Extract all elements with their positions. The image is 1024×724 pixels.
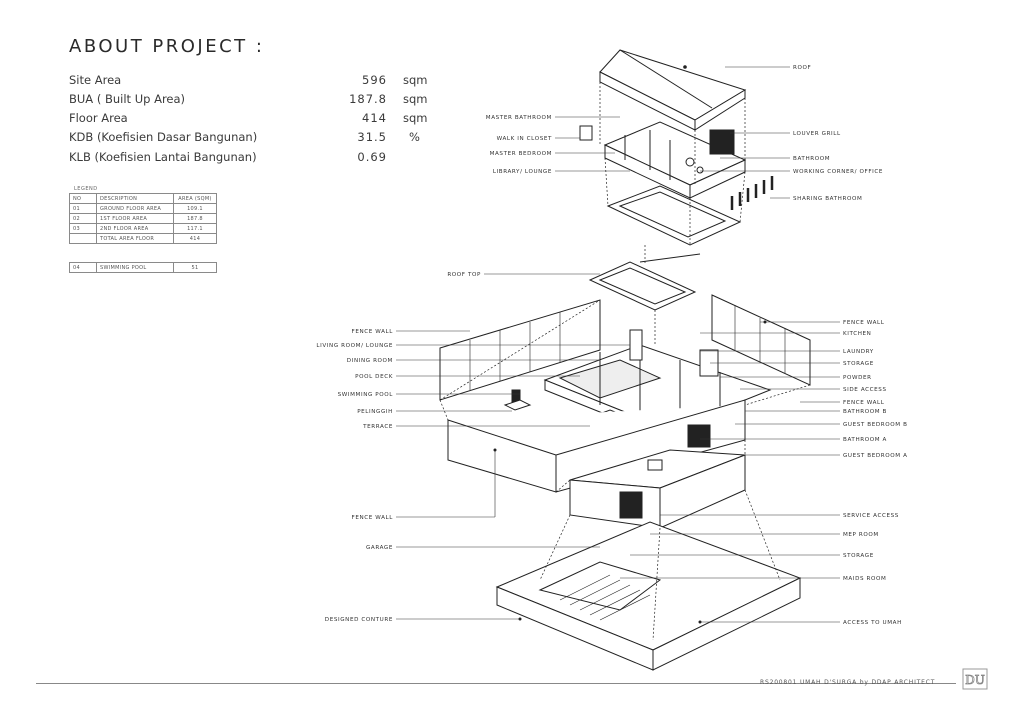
footer-divider xyxy=(36,683,956,684)
info-value: 414 xyxy=(362,111,387,125)
architect-logo: DU xyxy=(962,668,988,690)
info-label: Floor Area xyxy=(69,111,128,125)
legend-caption: LEGEND xyxy=(74,186,98,192)
label-walk-in-closet: WALK IN CLOSET xyxy=(497,136,552,142)
label-fence-wall-left-2: FENCE WALL xyxy=(352,515,394,521)
label-storage-1: STORAGE xyxy=(843,361,874,367)
logo-text: DU xyxy=(965,673,985,687)
label-working-corner: WORKING CORNER/ OFFICE xyxy=(793,169,883,175)
first-floor-block xyxy=(439,294,811,493)
info-row-floor-area: Floor Area 414 sqm xyxy=(69,111,449,127)
info-row-bua: BUA ( Built Up Area) 187.8 sqm xyxy=(69,92,449,108)
info-label: BUA ( Built Up Area) xyxy=(69,92,186,106)
table-row: 04 SWIMMING POOL 51 xyxy=(69,262,217,273)
label-pelinggih: PELINGGIH xyxy=(357,409,393,415)
info-unit: sqm xyxy=(403,92,428,106)
label-fence-wall-left-1: FENCE WALL xyxy=(352,329,394,335)
label-guest-bedroom-b: GUEST BEDROOM B xyxy=(843,422,908,428)
label-terrace: TERRACE xyxy=(362,424,393,430)
footer-credit: RS200801 UMAH D'SURGA by DDAP ARCHITECT xyxy=(760,679,936,686)
roof-top-block xyxy=(588,253,701,311)
label-kitchen: KITCHEN xyxy=(843,331,871,337)
label-roof-top: ROOF TOP xyxy=(447,272,481,278)
label-library-lounge: LIBRARY/ LOUNGE xyxy=(493,169,552,175)
label-mep-room: MEP ROOM xyxy=(843,532,879,538)
info-label: KDB (Koefisien Dasar Bangunan) xyxy=(69,130,258,144)
site-contour-block xyxy=(495,521,802,671)
label-storage-2: STORAGE xyxy=(843,553,874,559)
label-maids-room: MAIDS ROOM xyxy=(843,576,886,582)
info-label: KLB (Koefisien Lantai Bangunan) xyxy=(69,150,257,164)
table-row: TOTAL AREA FLOOR 414 xyxy=(69,233,217,244)
roof-block xyxy=(599,49,747,131)
info-value: 0.69 xyxy=(357,150,387,164)
label-bathroom-a: BATHROOM A xyxy=(843,437,887,443)
label-bathroom: BATHROOM xyxy=(793,156,830,162)
table-cell: 414 xyxy=(173,233,217,244)
label-powder: POWDER xyxy=(843,375,872,381)
info-value: 187.8 xyxy=(349,92,387,106)
leader-lines xyxy=(396,66,840,623)
info-row-site-area: Site Area 596 sqm xyxy=(69,73,449,89)
info-row-kdb: KDB (Koefisien Dasar Bangunan) 31.5 % xyxy=(69,130,449,146)
floor-slab xyxy=(606,185,742,246)
label-master-bathroom: MASTER BATHROOM xyxy=(486,115,552,121)
info-unit: sqm xyxy=(403,73,428,87)
info-label: Site Area xyxy=(69,73,122,87)
label-laundry: LAUNDRY xyxy=(843,349,874,355)
legend-pool-table: 04 SWIMMING POOL 51 xyxy=(69,262,217,273)
label-sharing-bathroom: SHARING BATHROOM xyxy=(793,196,862,202)
label-access-to-umah: ACCESS TO UMAH xyxy=(843,620,902,626)
label-louver-grill: LOUVER GRILL xyxy=(793,131,841,137)
info-unit: % xyxy=(409,130,420,144)
projection-lines xyxy=(439,82,811,641)
page-title: ABOUT PROJECT : xyxy=(69,36,265,57)
label-side-access: SIDE ACCESS xyxy=(843,387,887,393)
info-unit: sqm xyxy=(403,111,428,125)
label-swimming-pool: SWIMMING POOL xyxy=(338,392,394,398)
info-row-klb: KLB (Koefisien Lantai Bangunan) 0.69 xyxy=(69,150,449,166)
label-dining-room: DINING ROOM xyxy=(347,358,393,364)
leader-dots xyxy=(493,65,767,624)
label-master-bedroom: MASTER BEDROOM xyxy=(490,151,552,157)
label-fence-wall-right-2: FENCE WALL xyxy=(843,400,885,406)
label-fence-wall-right-1: FENCE WALL xyxy=(843,320,885,326)
legend-table: NO DESCRIPTION AREA (SQM) 01 GROUND FLOO… xyxy=(69,193,217,244)
label-garage: GARAGE xyxy=(366,545,393,551)
table-cell: 51 xyxy=(173,262,217,273)
label-designed-conture: DESIGNED CONTURE xyxy=(325,617,393,623)
info-value: 31.5 xyxy=(357,130,387,144)
label-guest-bedroom-a: GUEST BEDROOM A xyxy=(843,453,908,459)
info-value: 596 xyxy=(362,73,387,87)
label-roof: ROOF xyxy=(793,65,811,71)
label-pool-deck: POOL DECK xyxy=(355,374,393,380)
label-living-room: LIVING ROOM/ LOUNGE xyxy=(316,343,393,349)
label-bathroom-b: BATHROOM B xyxy=(843,409,887,415)
label-service-access: SERVICE ACCESS xyxy=(843,513,899,519)
